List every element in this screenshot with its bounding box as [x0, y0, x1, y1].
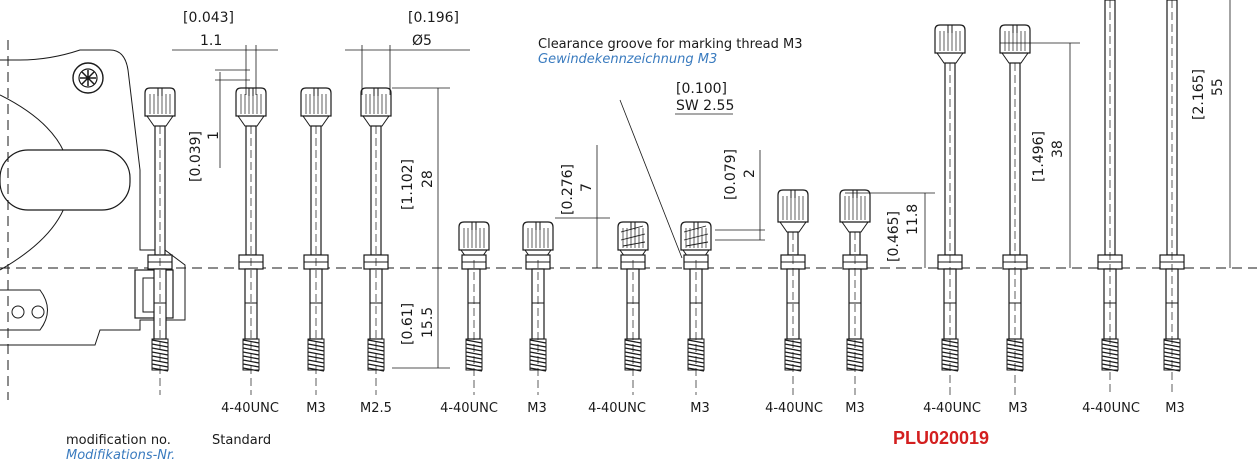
- thread-label: M3: [845, 401, 865, 416]
- screw-13: [1097, 0, 1123, 395]
- screw-4: [360, 87, 392, 395]
- dim-38-inch: [1.496]: [1031, 131, 1047, 182]
- dim-11-8-inch: [0.465]: [886, 211, 902, 262]
- thread-label: 4-40UNC: [440, 401, 498, 416]
- screw-10: [839, 189, 871, 395]
- dim-1-inch: [0.039]: [188, 131, 204, 182]
- annotation-en: Clearance groove for marking thread M3: [538, 37, 803, 52]
- housing-lever: [0, 149, 131, 211]
- dim-55-mm: 55: [1210, 78, 1226, 96]
- dim-7-inch: [0.276]: [560, 164, 576, 215]
- dim-sw-mm: SW 2.55: [676, 98, 734, 114]
- thread-label: 4-40UNC: [765, 401, 823, 416]
- dim-sw-inch: [0.100]: [676, 81, 727, 97]
- dim-11-8-mm: 11.8: [905, 204, 921, 235]
- thread-label: 4-40UNC: [923, 401, 981, 416]
- dim-1-1-mm: 1.1: [200, 33, 222, 49]
- dim-5-mm: Ø5: [412, 33, 432, 49]
- thread-label: 4-40UNC: [1082, 401, 1140, 416]
- screw-variants: [144, 0, 1185, 395]
- screw-8: [680, 221, 712, 395]
- dim-1-1-inch: [0.043]: [183, 10, 234, 26]
- thread-label: M3: [690, 401, 710, 416]
- dim-38-mm: 38: [1050, 140, 1066, 158]
- screw-9: [777, 189, 809, 395]
- thread-label: M3: [527, 401, 547, 416]
- dimension-lines: [172, 0, 1231, 369]
- dim-15-5-mm: 15.5: [420, 307, 436, 338]
- screw-5: [458, 221, 490, 395]
- annotation-de: Gewindekennzeichnung M3: [538, 52, 717, 67]
- dim-28-inch: [1.102]: [400, 159, 416, 210]
- thread-label: 4-40UNC: [221, 401, 279, 416]
- dim-1-mm: 1: [206, 131, 222, 140]
- dim-2-mm: 2: [742, 169, 758, 178]
- thread-labels: 4-40UNC M3 M2.5 4-40UNC M3 4-40UNC M3 4-40UNC M3…: [221, 401, 1185, 416]
- screw-6: [522, 221, 554, 395]
- dim-7-mm: 7: [579, 183, 595, 192]
- screw-3: [300, 87, 332, 395]
- screw-11: [934, 24, 966, 395]
- thread-label: 4-40UNC: [588, 401, 646, 416]
- dim-15-5-inch: [0.61]: [400, 303, 416, 345]
- screw-14: [1159, 0, 1185, 395]
- screw-2: [235, 87, 267, 395]
- dim-55-inch: [2.165]: [1191, 69, 1207, 120]
- screw-12: [999, 24, 1031, 395]
- dim-5-inch: [0.196]: [408, 10, 459, 26]
- standard-label: Standard: [212, 433, 271, 448]
- modification-label: modification no.: [66, 433, 171, 448]
- dim-28-mm: 28: [420, 170, 436, 188]
- thread-label: M3: [306, 401, 326, 416]
- thread-label: M3: [1008, 401, 1028, 416]
- dim-2-inch: [0.079]: [723, 149, 739, 200]
- thread-label: M3: [1165, 401, 1185, 416]
- part-number: PLU020019: [893, 428, 989, 448]
- screw-1: [144, 87, 176, 395]
- modification-label-de: Modifikations-Nr.: [66, 448, 175, 463]
- screw-7: [617, 221, 649, 395]
- thread-label: M2.5: [360, 401, 392, 416]
